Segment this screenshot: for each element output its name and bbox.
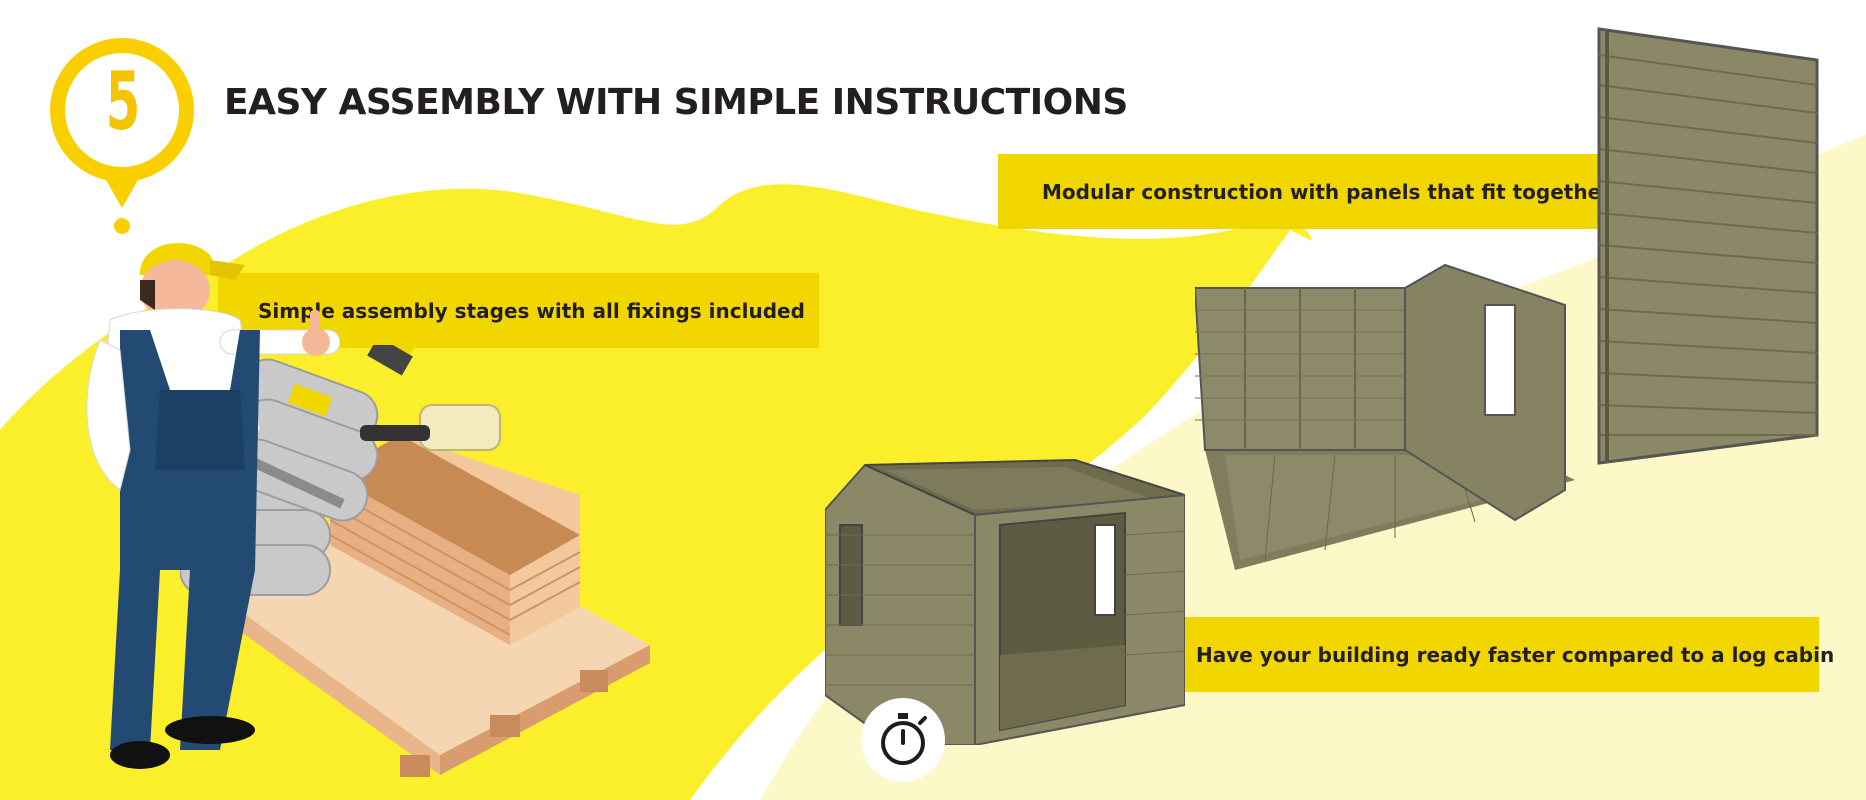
callout-fixings-text: Simple assembly stages with all fixings …	[258, 298, 805, 323]
callout-modular-text: Modular construction with panels that fi…	[1042, 179, 1611, 204]
page-title: EASY ASSEMBLY WITH SIMPLE INSTRUCTIONS	[224, 82, 1128, 123]
assembled-shed-illustration	[825, 458, 1185, 745]
worker-illustration	[86, 243, 340, 769]
shed-panels-illustration	[1195, 263, 1575, 570]
stopwatch-icon	[861, 698, 945, 782]
callout-faster: Have your building ready faster compared…	[1172, 617, 1834, 692]
location-pin-icon	[50, 38, 194, 234]
callout-faster-text: Have your building ready faster compared…	[1196, 642, 1835, 667]
step-number: 5	[105, 55, 141, 148]
callout-modular: Modular construction with panels that fi…	[998, 154, 1611, 229]
wall-panel-illustration	[1597, 27, 1819, 465]
